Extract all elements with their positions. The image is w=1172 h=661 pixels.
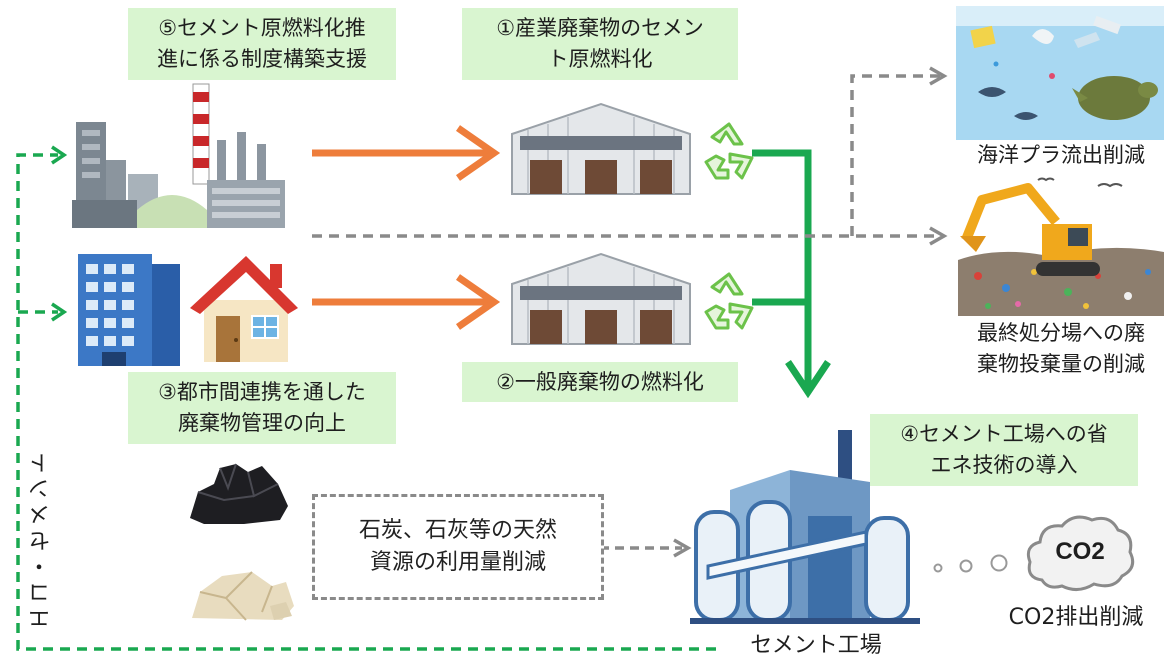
label-cement-plant: セメント工場 [716, 630, 916, 661]
gray-dashed-arrow-resources [600, 538, 692, 558]
orange-arrow-industrial [312, 125, 501, 181]
label-landfill: 最終処分場への廃 棄物投棄量の削減 [977, 321, 1145, 376]
factory-icon [72, 83, 285, 228]
green-arrow-to-plant [752, 149, 831, 399]
recycle-icon [704, 272, 754, 330]
warehouse-icon [511, 252, 691, 345]
label-industrial-waste: ①産業廃棄物のセメン ト原燃料化 [462, 8, 738, 80]
label-natural-resources: 石炭、石灰等の天然 資源の利用量削減 [312, 494, 604, 600]
label-energy-saving: ④セメント工場への省 エネ技術の導入 [870, 414, 1138, 486]
green-dashed-loop [16, 153, 716, 651]
co2-dots [933, 554, 1008, 573]
label-eco-cement: エコ・セメント [26, 400, 58, 630]
limestone-icon [192, 571, 294, 621]
co2-cloud-text: CO2 [1055, 538, 1105, 565]
house-icon [190, 256, 298, 362]
cement-plant-icon [690, 430, 920, 624]
recycle-icon [704, 122, 754, 180]
warehouse-icon [511, 102, 691, 195]
label-municipal-waste: ②一般廃棄物の燃料化 [462, 362, 738, 402]
orange-arrow-municipal [312, 274, 501, 330]
coal-icon [190, 463, 288, 524]
label-ocean-plastic: 海洋プラ流出削減 [977, 143, 1145, 167]
co2-cloud-icon [1026, 515, 1135, 591]
label-co2-reduction: CO2排出削減 [1008, 605, 1144, 630]
label-system-support: ⑤セメント原燃料化推 進に係る制度構築支援 [128, 8, 396, 80]
label-intercity-cooperation: ③都市間連携を通した 廃棄物管理の向上 [128, 372, 396, 444]
excavator-landfill-icon [958, 177, 1164, 316]
gray-dashed-arrows [312, 74, 940, 238]
ocean-plastic-icon [956, 6, 1164, 140]
office-building-icon [78, 254, 180, 366]
